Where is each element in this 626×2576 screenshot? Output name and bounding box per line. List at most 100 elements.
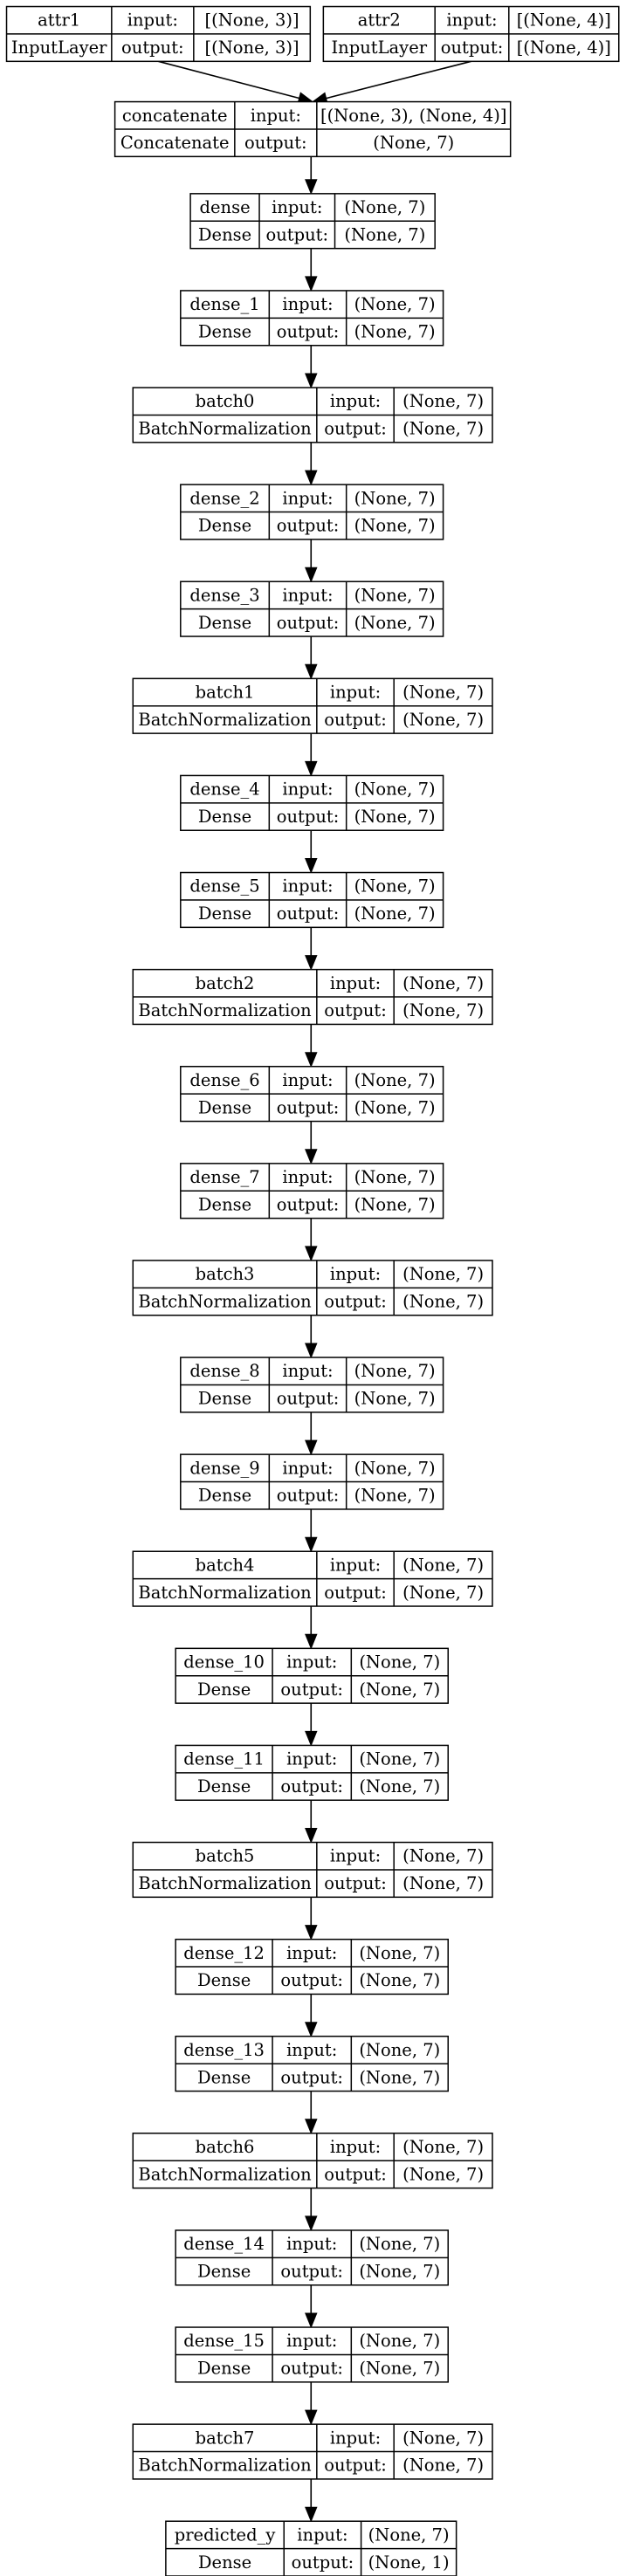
output-shape: (None, 7)	[402, 1000, 484, 1020]
output-shape: [(None, 4)]	[517, 38, 611, 58]
arrow-head-icon	[305, 1246, 318, 1262]
layer-type: Dense	[198, 903, 251, 924]
arrow-head-icon	[305, 276, 318, 292]
edge-batch3-to-dense-8	[305, 1315, 318, 1359]
layer-name: dense_7	[189, 1167, 259, 1187]
edge-batch0-to-dense-2	[305, 442, 318, 486]
layer-name: dense_1	[189, 294, 259, 314]
input-shape: (None, 7)	[344, 197, 425, 217]
output-label: output:	[324, 1583, 387, 1603]
input-label: input:	[330, 2428, 381, 2448]
arrow-head-icon	[305, 858, 318, 874]
output-shape: (None, 7)	[359, 2262, 440, 2282]
layer-type: BatchNormalization	[138, 1583, 312, 1603]
output-shape: (None, 7)	[354, 1194, 436, 1214]
output-label: output:	[244, 133, 307, 153]
output-shape: (None, 7)	[402, 1873, 484, 1893]
output-label: output:	[277, 1194, 340, 1214]
output-label: output:	[324, 710, 387, 730]
layer-name: batch4	[196, 1555, 255, 1575]
layer-type: Dense	[198, 807, 251, 827]
layer-type: Dense	[198, 1194, 251, 1214]
input-shape: (None, 7)	[402, 973, 484, 993]
layer-name: dense_14	[183, 2234, 265, 2254]
layer-node-batch6: batch6BatchNormalizationinput:output:(No…	[132, 2133, 493, 2189]
output-label: output:	[277, 1389, 340, 1409]
input-label: input:	[282, 1070, 333, 1090]
output-label: output:	[277, 613, 340, 633]
input-label: input:	[286, 2040, 337, 2060]
input-shape: (None, 7)	[368, 2524, 450, 2545]
input-shape: (None, 7)	[402, 2137, 484, 2157]
edge-attr2-to-concatenate	[311, 60, 471, 105]
layer-name: batch7	[196, 2428, 255, 2448]
layer-type: BatchNormalization	[138, 1000, 312, 1020]
layer-name: batch5	[196, 1846, 255, 1866]
output-shape: (None, 1)	[368, 2552, 450, 2573]
input-label: input:	[330, 973, 381, 993]
edge-batch1-to-dense-4	[305, 733, 318, 777]
edge-dense-11-to-batch5	[305, 1800, 318, 1844]
edge-batch6-to-dense-14	[305, 2188, 318, 2232]
input-label: input:	[330, 1846, 381, 1866]
output-shape: (None, 7)	[359, 1776, 440, 1796]
layer-node-batch0: batch0BatchNormalizationinput:output:(No…	[132, 387, 493, 443]
edge-attr1-to-concatenate	[158, 60, 314, 105]
input-label: input:	[282, 585, 333, 605]
output-shape: (None, 7)	[359, 2067, 440, 2087]
arrow-head-icon	[305, 1633, 318, 1650]
layer-type: Dense	[197, 2067, 251, 2087]
layer-type: BatchNormalization	[138, 710, 312, 730]
output-shape: (None, 7)	[402, 2456, 484, 2476]
output-shape: (None, 7)	[354, 1389, 436, 1409]
edge-batch7-to-predicted-y	[305, 2478, 318, 2523]
layer-node-batch4: batch4BatchNormalizationinput:output:(No…	[132, 1550, 493, 1607]
layer-type: Dense	[198, 224, 251, 244]
input-label: input:	[282, 876, 333, 896]
layer-type: BatchNormalization	[138, 2164, 312, 2184]
arrow-head-icon	[305, 567, 318, 583]
layer-type: Dense	[198, 1097, 251, 1117]
edge-dense-15-to-batch7	[305, 2381, 318, 2426]
layer-name: dense_9	[189, 1458, 259, 1478]
input-shape: (None, 7)	[354, 876, 436, 896]
layer-node-batch5: batch5BatchNormalizationinput:output:(No…	[132, 1841, 493, 1899]
edge-dense-4-to-dense-5	[305, 830, 318, 874]
output-shape: (None, 7)	[402, 1292, 484, 1312]
arrow-head-icon	[305, 2506, 318, 2523]
output-shape: (None, 7)	[402, 710, 484, 730]
output-label: output:	[277, 322, 340, 342]
output-label: output:	[280, 2359, 343, 2379]
edge-dense-1-to-batch0	[305, 345, 318, 389]
arrow-head-icon	[305, 2215, 318, 2232]
edge-batch4-to-dense-10	[305, 1606, 318, 1650]
layer-name: batch3	[196, 1264, 255, 1284]
output-label: output:	[280, 2067, 343, 2087]
output-label: output:	[280, 1776, 343, 1796]
arrow-head-icon	[305, 1052, 318, 1068]
edge-batch5-to-dense-12	[305, 1897, 318, 1941]
layer-name: dense_11	[183, 1749, 265, 1769]
output-shape: (None, 7)	[354, 322, 436, 342]
input-shape: (None, 7)	[354, 1458, 436, 1478]
layer-type: Dense	[198, 1486, 251, 1506]
edge-batch2-to-dense-6	[305, 1024, 318, 1068]
input-shape: (None, 7)	[354, 1361, 436, 1381]
layer-name: batch1	[196, 683, 255, 703]
input-shape: (None, 7)	[359, 2331, 440, 2351]
layer-type: BatchNormalization	[138, 2456, 312, 2476]
input-shape: (None, 7)	[402, 391, 484, 411]
edge-dense-6-to-dense-7	[305, 1121, 318, 1165]
input-label: input:	[330, 391, 381, 411]
edge-dense-9-to-batch4	[305, 1508, 318, 1553]
input-label: input:	[297, 2524, 347, 2545]
input-shape: (None, 7)	[402, 683, 484, 703]
output-shape: (None, 7)	[354, 516, 436, 536]
layer-type: Dense	[197, 1680, 251, 1700]
